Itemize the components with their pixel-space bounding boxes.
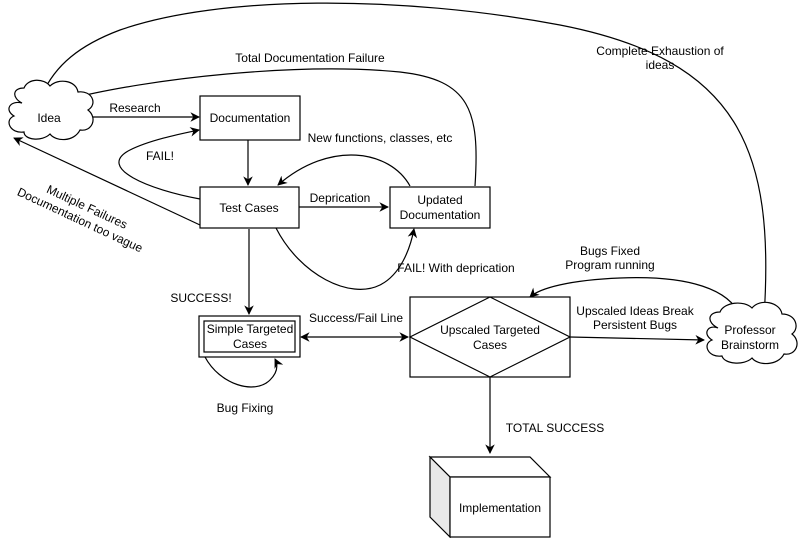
edges [13,2,767,454]
edge-bugs-fixed [529,277,741,317]
test-cases-node: Test Cases [199,186,300,229]
label-research: Research [109,101,160,115]
updated-documentation-node: Updated Documentation [389,186,491,229]
edge-labels: Research FAIL! Total Documentation Failu… [15,44,724,435]
label-depriciation: Deprication [310,191,371,205]
updated-doc-label-2: Documentation [400,208,481,222]
edge-upscaled-break [569,335,705,345]
updated-doc-label-1: Updated [417,193,462,207]
label-bugs-fixed-1: Bugs Fixed [580,244,640,258]
edge-fail-depriciation [275,227,418,290]
label-new-functions: New functions, classes, etc [308,131,453,145]
label-total-doc-failure: Total Documentation Failure [235,51,385,65]
edge-complete-exhaustion [41,2,767,319]
test-cases-label: Test Cases [219,201,278,215]
label-complete-exhaustion-2: ideas [646,58,675,72]
implementation-label: Implementation [459,501,541,515]
upscaled-label-1: Upscaled Targeted [440,323,540,337]
label-bug-fixing: Bug Fixing [217,401,274,415]
idea-label: Idea [37,111,61,125]
upscaled-targeted-node: Upscaled Targeted Cases [408,296,572,378]
professor-label-2: Brainstorm [721,338,779,352]
edge-new-functions [277,154,411,187]
label-success: SUCCESS! [170,291,231,305]
label-upscaled-break-1: Upscaled Ideas Break [576,304,694,318]
simple-targeted-node: Simple Targeted Cases [198,315,301,358]
documentation-label: Documentation [210,111,291,125]
professor-brainstorm-node: Professor Brainstorm [706,301,798,365]
edge-fail [118,127,201,200]
label-success-fail-line: Success/Fail Line [309,311,403,325]
edge-total-doc-failure [64,68,477,187]
label-bugs-fixed-2: Program running [565,258,654,272]
simple-label-2: Cases [233,337,267,351]
idea-node: Idea [8,79,94,141]
documentation-node: Documentation [199,95,301,141]
edge-multiple-failures [13,137,201,226]
label-complete-exhaustion-1: Complete Exhaustion of [596,44,724,58]
implementation-node: Implementation [428,455,552,538]
label-fail: FAIL! [146,149,174,163]
label-upscaled-break-2: Persistent Bugs [593,318,677,332]
professor-label-1: Professor [724,323,775,337]
label-total-success: TOTAL SUCCESS [506,421,604,435]
label-fail-depriciation: FAIL! With deprication [397,261,514,275]
upscaled-label-2: Cases [473,338,507,352]
edge-bug-fixing [204,356,284,388]
simple-label-1: Simple Targeted [207,322,294,336]
